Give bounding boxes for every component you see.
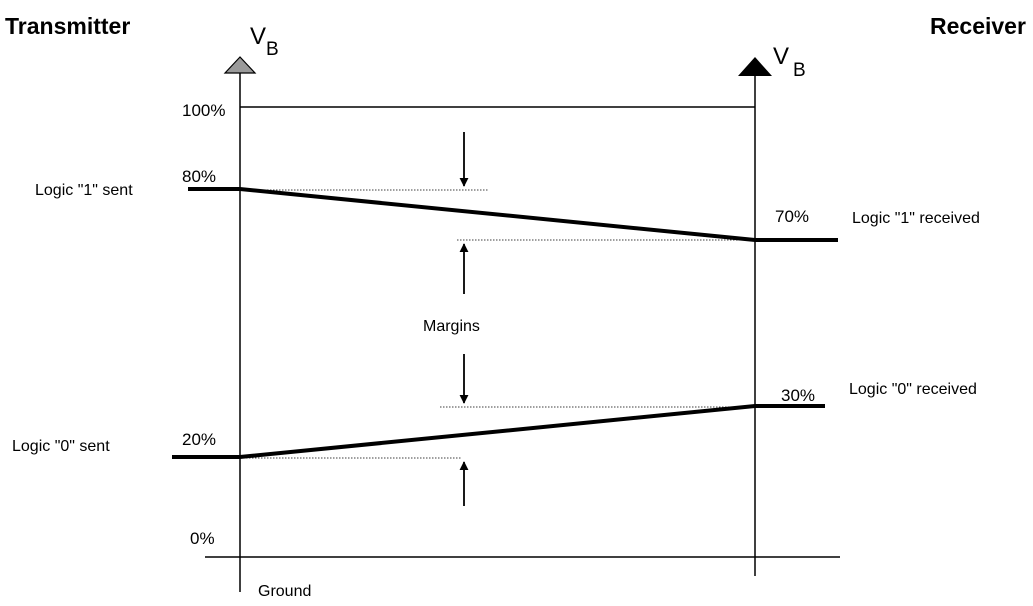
ground-label: Ground (258, 583, 311, 600)
logic-0-sent-label: Logic "0" sent (12, 438, 110, 455)
transmitter-vb-subscript: B (266, 39, 279, 60)
logic-0-signal-line (172, 404, 825, 459)
level-80-label: 80% (182, 167, 216, 186)
level-0-label: 0% (190, 529, 215, 548)
logic-1-sent-label: Logic "1" sent (35, 182, 133, 199)
margins-label: Margins (423, 318, 480, 335)
transmitter-vb-symbol: V (250, 23, 266, 50)
level-70-label: 70% (775, 207, 809, 226)
level-20-label: 20% (182, 430, 216, 449)
level-100-label: 100% (182, 101, 225, 120)
logic-1-received-label: Logic "1" received (852, 210, 980, 227)
level-30-label: 30% (781, 386, 815, 405)
transmitter-title: Transmitter (5, 13, 130, 39)
receiver-title: Receiver (930, 13, 1026, 39)
receiver-vb-subscript: B (793, 60, 806, 81)
receiver-vb-arrow-icon (738, 57, 772, 76)
logic-0-received-label: Logic "0" received (849, 381, 977, 398)
transmitter-vb-arrow-icon (223, 56, 257, 74)
logic-1-signal-line (188, 187, 838, 242)
receiver-vb-symbol: V (773, 43, 789, 70)
